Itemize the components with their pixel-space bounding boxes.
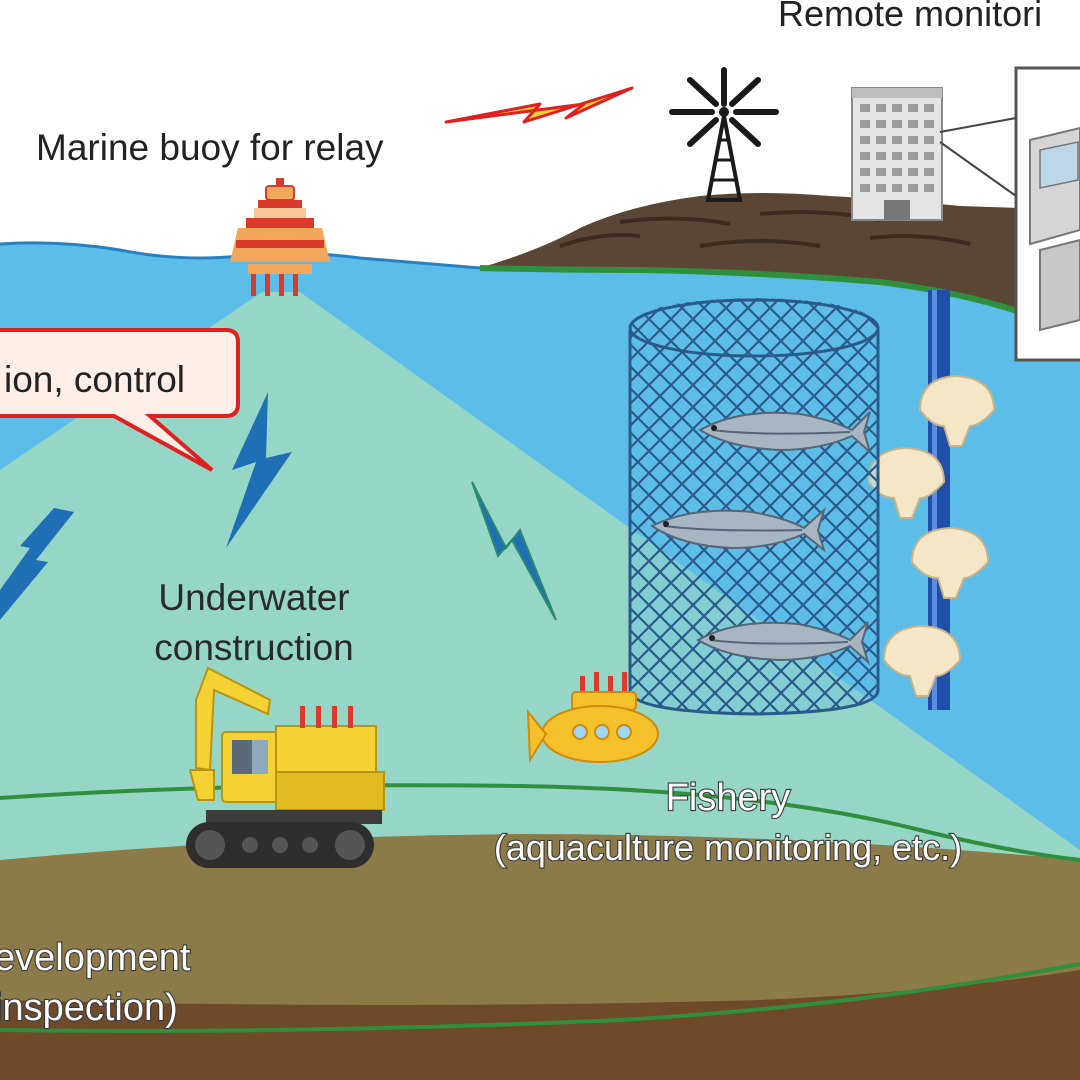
excavator-icon <box>186 666 385 868</box>
marine-buoy-icon <box>230 178 330 296</box>
connector-line-building-panel <box>939 117 1017 197</box>
island-texture <box>559 210 971 248</box>
callout-bubble <box>0 328 240 472</box>
lightning-signal-icon <box>471 481 557 621</box>
fish-cage-icon <box>628 298 880 716</box>
control-room-icon <box>1014 66 1080 362</box>
label-marine-buoy: Marine buoy for relay <box>36 127 384 168</box>
label-remote-monitoring: Remote monitori <box>778 0 1042 34</box>
fish-icon <box>695 621 870 666</box>
scallop-icon <box>910 526 990 599</box>
label-development-line2: inspection) <box>0 987 178 1029</box>
submarine-cable-pipe-highlight <box>932 290 937 710</box>
label-development-line1: evelopment <box>0 937 191 979</box>
scallop-icon <box>918 374 996 447</box>
submarine-icon <box>526 672 659 764</box>
lightning-signal-icon <box>0 508 74 620</box>
office-building-icon <box>851 87 943 221</box>
radio-tower-icon <box>669 67 779 202</box>
island-land <box>480 193 1080 330</box>
label-underwater-line1: Underwater <box>158 577 349 618</box>
seabed-green-line <box>0 962 1080 1033</box>
label-fishery-line2: (aquaculture monitoring, etc.) <box>494 827 962 868</box>
scallop-icon <box>882 624 962 697</box>
shore-green <box>479 265 1080 329</box>
label-callout: ion, control <box>4 359 185 400</box>
fish-icon <box>650 506 826 553</box>
label-underwater-line2: construction <box>154 627 354 668</box>
fish-icon <box>697 411 872 456</box>
lightning-signal-icon <box>226 392 292 548</box>
label-fishery-line1: Fishery <box>666 777 791 819</box>
scallop-icon <box>866 446 946 519</box>
wireless-link-lightning-icon <box>444 86 634 124</box>
